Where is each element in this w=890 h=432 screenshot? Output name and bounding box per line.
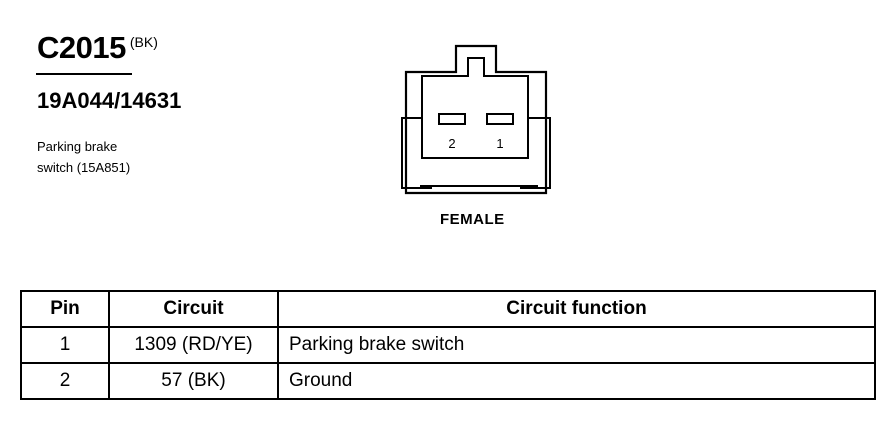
cell-circuit: 57 (BK)	[108, 362, 279, 400]
connector-gender: FEMALE	[440, 211, 505, 228]
pinout-table: Pin Circuit Circuit function 1 1309 (RD/…	[20, 290, 876, 400]
connector-color-code: (BK)	[129, 34, 158, 50]
header-circuit: Circuit	[108, 290, 279, 328]
cell-circuit-function: Ground	[277, 362, 876, 400]
table-header-row: Pin Circuit Circuit function	[20, 290, 876, 328]
header-circuit-function: Circuit function	[277, 290, 876, 328]
cell-pin: 2	[20, 362, 110, 400]
connector-title: C2015(BK)	[37, 30, 158, 66]
part-number: 19A044/14631	[37, 88, 182, 113]
cell-pin: 1	[20, 326, 110, 364]
connector-right-wing	[520, 117, 551, 189]
pin-label-2: 2	[448, 136, 455, 151]
table-row: 1 1309 (RD/YE) Parking brake switch	[20, 326, 876, 364]
connector-body-outline	[421, 57, 529, 159]
header-pin: Pin	[20, 290, 110, 328]
connector-face-diagram: 2 1	[401, 44, 551, 195]
cell-circuit-function: Parking brake switch	[277, 326, 876, 364]
connector-shroud-outline	[404, 44, 548, 195]
cell-circuit: 1309 (RD/YE)	[108, 326, 279, 364]
pin-cavity-1	[486, 113, 514, 125]
table-row: 2 57 (BK) Ground	[20, 362, 876, 400]
connector-left-wing	[401, 117, 432, 189]
pin-label-1: 1	[496, 136, 503, 151]
connector-id: C2015	[37, 30, 126, 65]
component-description: Parking brake switch (15A851)	[37, 139, 131, 175]
pin-cavity-2	[438, 113, 466, 125]
title-underline	[36, 73, 132, 75]
